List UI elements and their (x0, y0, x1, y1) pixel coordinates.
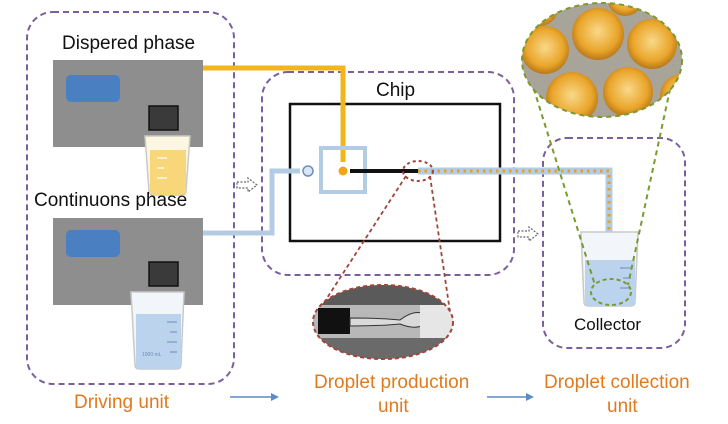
continuous-phase-label: Continuons phase (34, 190, 188, 211)
beaker-volume-mark: 1000 mL (142, 352, 162, 358)
production-unit-box (261, 71, 515, 276)
collection-unit-box (542, 137, 686, 349)
collector-beaker-icon (580, 231, 639, 307)
arrow-right-icon (487, 393, 534, 401)
droplets-zoom-image (522, 3, 682, 117)
driving-unit-box (26, 11, 235, 385)
pump-screen (66, 75, 120, 102)
collector-label: Collector (574, 315, 642, 334)
hollow-arrow-icon (236, 176, 258, 194)
dispersed-inlet-dot (338, 166, 348, 176)
collection-unit-label-line1: Droplet collection (544, 372, 690, 393)
arrow-right-icon (230, 393, 279, 401)
channel-zoom-region (402, 160, 434, 182)
continuous-pump (53, 218, 203, 305)
hollow-arrow-icon (517, 225, 539, 243)
droplet-train (418, 169, 611, 290)
collector-zoom-region (590, 278, 632, 306)
production-unit-label-line1: Droplet production (314, 372, 470, 393)
pump-syringe-holder (148, 261, 179, 287)
collection-unit-label-line2: unit (607, 396, 638, 417)
yellow-beaker-icon (144, 135, 191, 196)
top-zoom-outline (521, 2, 683, 118)
dispersed-phase-label: Dispered phase (62, 33, 196, 54)
middle-zoom-outline (312, 284, 454, 360)
inlet-dot (302, 165, 314, 177)
pump-syringe-holder (148, 105, 179, 131)
droplet-formation-image (313, 285, 453, 359)
production-unit-label-line2: unit (378, 396, 409, 417)
chip-label: Chip (376, 80, 416, 101)
blue-beaker-icon: 1000 mL (130, 291, 185, 370)
pump-screen (66, 230, 120, 257)
driving-unit-label: Driving unit (74, 392, 170, 413)
dispersed-pump (53, 60, 203, 147)
